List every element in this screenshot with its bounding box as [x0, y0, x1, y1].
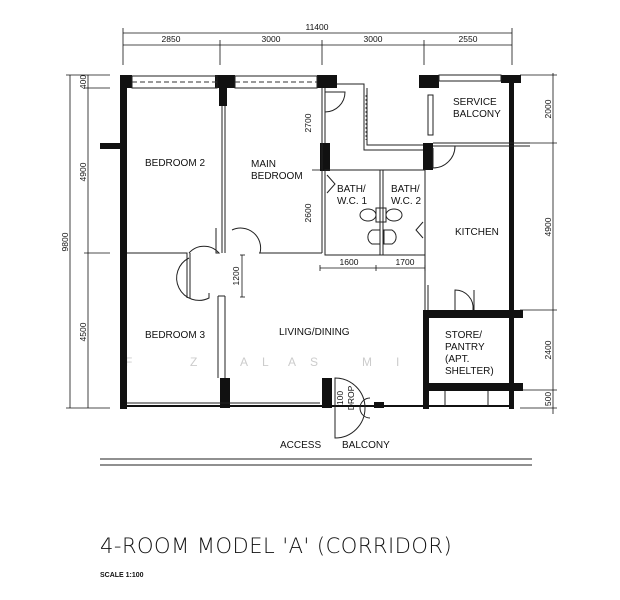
dim-left-1: 400 — [78, 75, 88, 89]
left-dimensions: 9800 400 4900 4500 — [60, 74, 110, 409]
room-bath1-line1: BATH/ — [337, 184, 366, 195]
dim-top-1: 2850 — [162, 34, 181, 44]
svg-text:L: L — [262, 355, 269, 369]
dim-top-3: 3000 — [364, 34, 383, 44]
svg-text:A: A — [288, 355, 296, 369]
room-bath2-line1: BATH/ — [391, 184, 420, 195]
room-bath2-line2: W.C. 2 — [391, 196, 421, 207]
plan-scale: SCALE 1:100 — [100, 572, 144, 579]
dim-top-4: 2550 — [459, 34, 478, 44]
dim-top-2: 3000 — [262, 34, 281, 44]
dim-passage: 1200 — [231, 266, 241, 285]
svg-text:Z: Z — [190, 355, 197, 369]
room-kitchen: KITCHEN — [455, 227, 499, 238]
svg-text:M: M — [362, 355, 372, 369]
room-service-balcony-line2: BALCONY — [453, 109, 501, 120]
room-store-line1: STORE/ — [445, 330, 482, 341]
dim-bath-depth: 2600 — [303, 203, 313, 222]
dim-right-1: 2000 — [543, 99, 553, 118]
dim-bath2-width: 1700 — [396, 257, 415, 267]
dim-left-2: 4900 — [78, 162, 88, 181]
dim-right-3: 2400 — [543, 340, 553, 359]
svg-text:I: I — [396, 355, 399, 369]
dim-left-3: 4500 — [78, 322, 88, 341]
walls — [100, 74, 532, 466]
dim-corridor: 2700 — [303, 113, 313, 132]
room-store-line3: (APT. — [445, 354, 469, 365]
dim-bath1-width: 1600 — [340, 257, 359, 267]
room-store-line4: SHELTER) — [445, 366, 494, 377]
dim-overall-depth: 9800 — [60, 232, 70, 251]
dim-right-2: 4900 — [543, 217, 553, 236]
balcony-label: BALCONY — [342, 440, 390, 451]
room-bedroom-2: BEDROOM 2 — [145, 158, 205, 169]
dim-right-4: 500 — [543, 392, 553, 406]
right-dimensions: 2000 4900 2400 500 — [520, 73, 557, 414]
room-bath1-line2: W.C. 1 — [337, 196, 367, 207]
access-label: ACCESS — [280, 440, 321, 451]
dim-drop-label: DROP — [346, 385, 356, 410]
svg-text:F: F — [125, 355, 132, 369]
svg-text:S: S — [310, 355, 318, 369]
room-main-bedroom-line1: MAIN — [251, 159, 276, 170]
svg-text:A: A — [240, 355, 248, 369]
room-service-balcony-line1: SERVICE — [453, 97, 497, 108]
room-store-line2: PANTRY — [445, 342, 485, 353]
room-bedroom-3: BEDROOM 3 — [145, 330, 205, 341]
room-main-bedroom-line2: BEDROOM — [251, 171, 303, 182]
top-dimensions: 11400 2850 3000 3000 2550 — [122, 22, 513, 65]
dim-drop: 100 — [335, 391, 345, 405]
plan-title: 4-ROOM MODEL 'A' (CORRIDOR) — [100, 534, 452, 558]
room-living-dining: LIVING/DINING — [279, 327, 350, 338]
dim-overall-width: 11400 — [305, 22, 328, 32]
